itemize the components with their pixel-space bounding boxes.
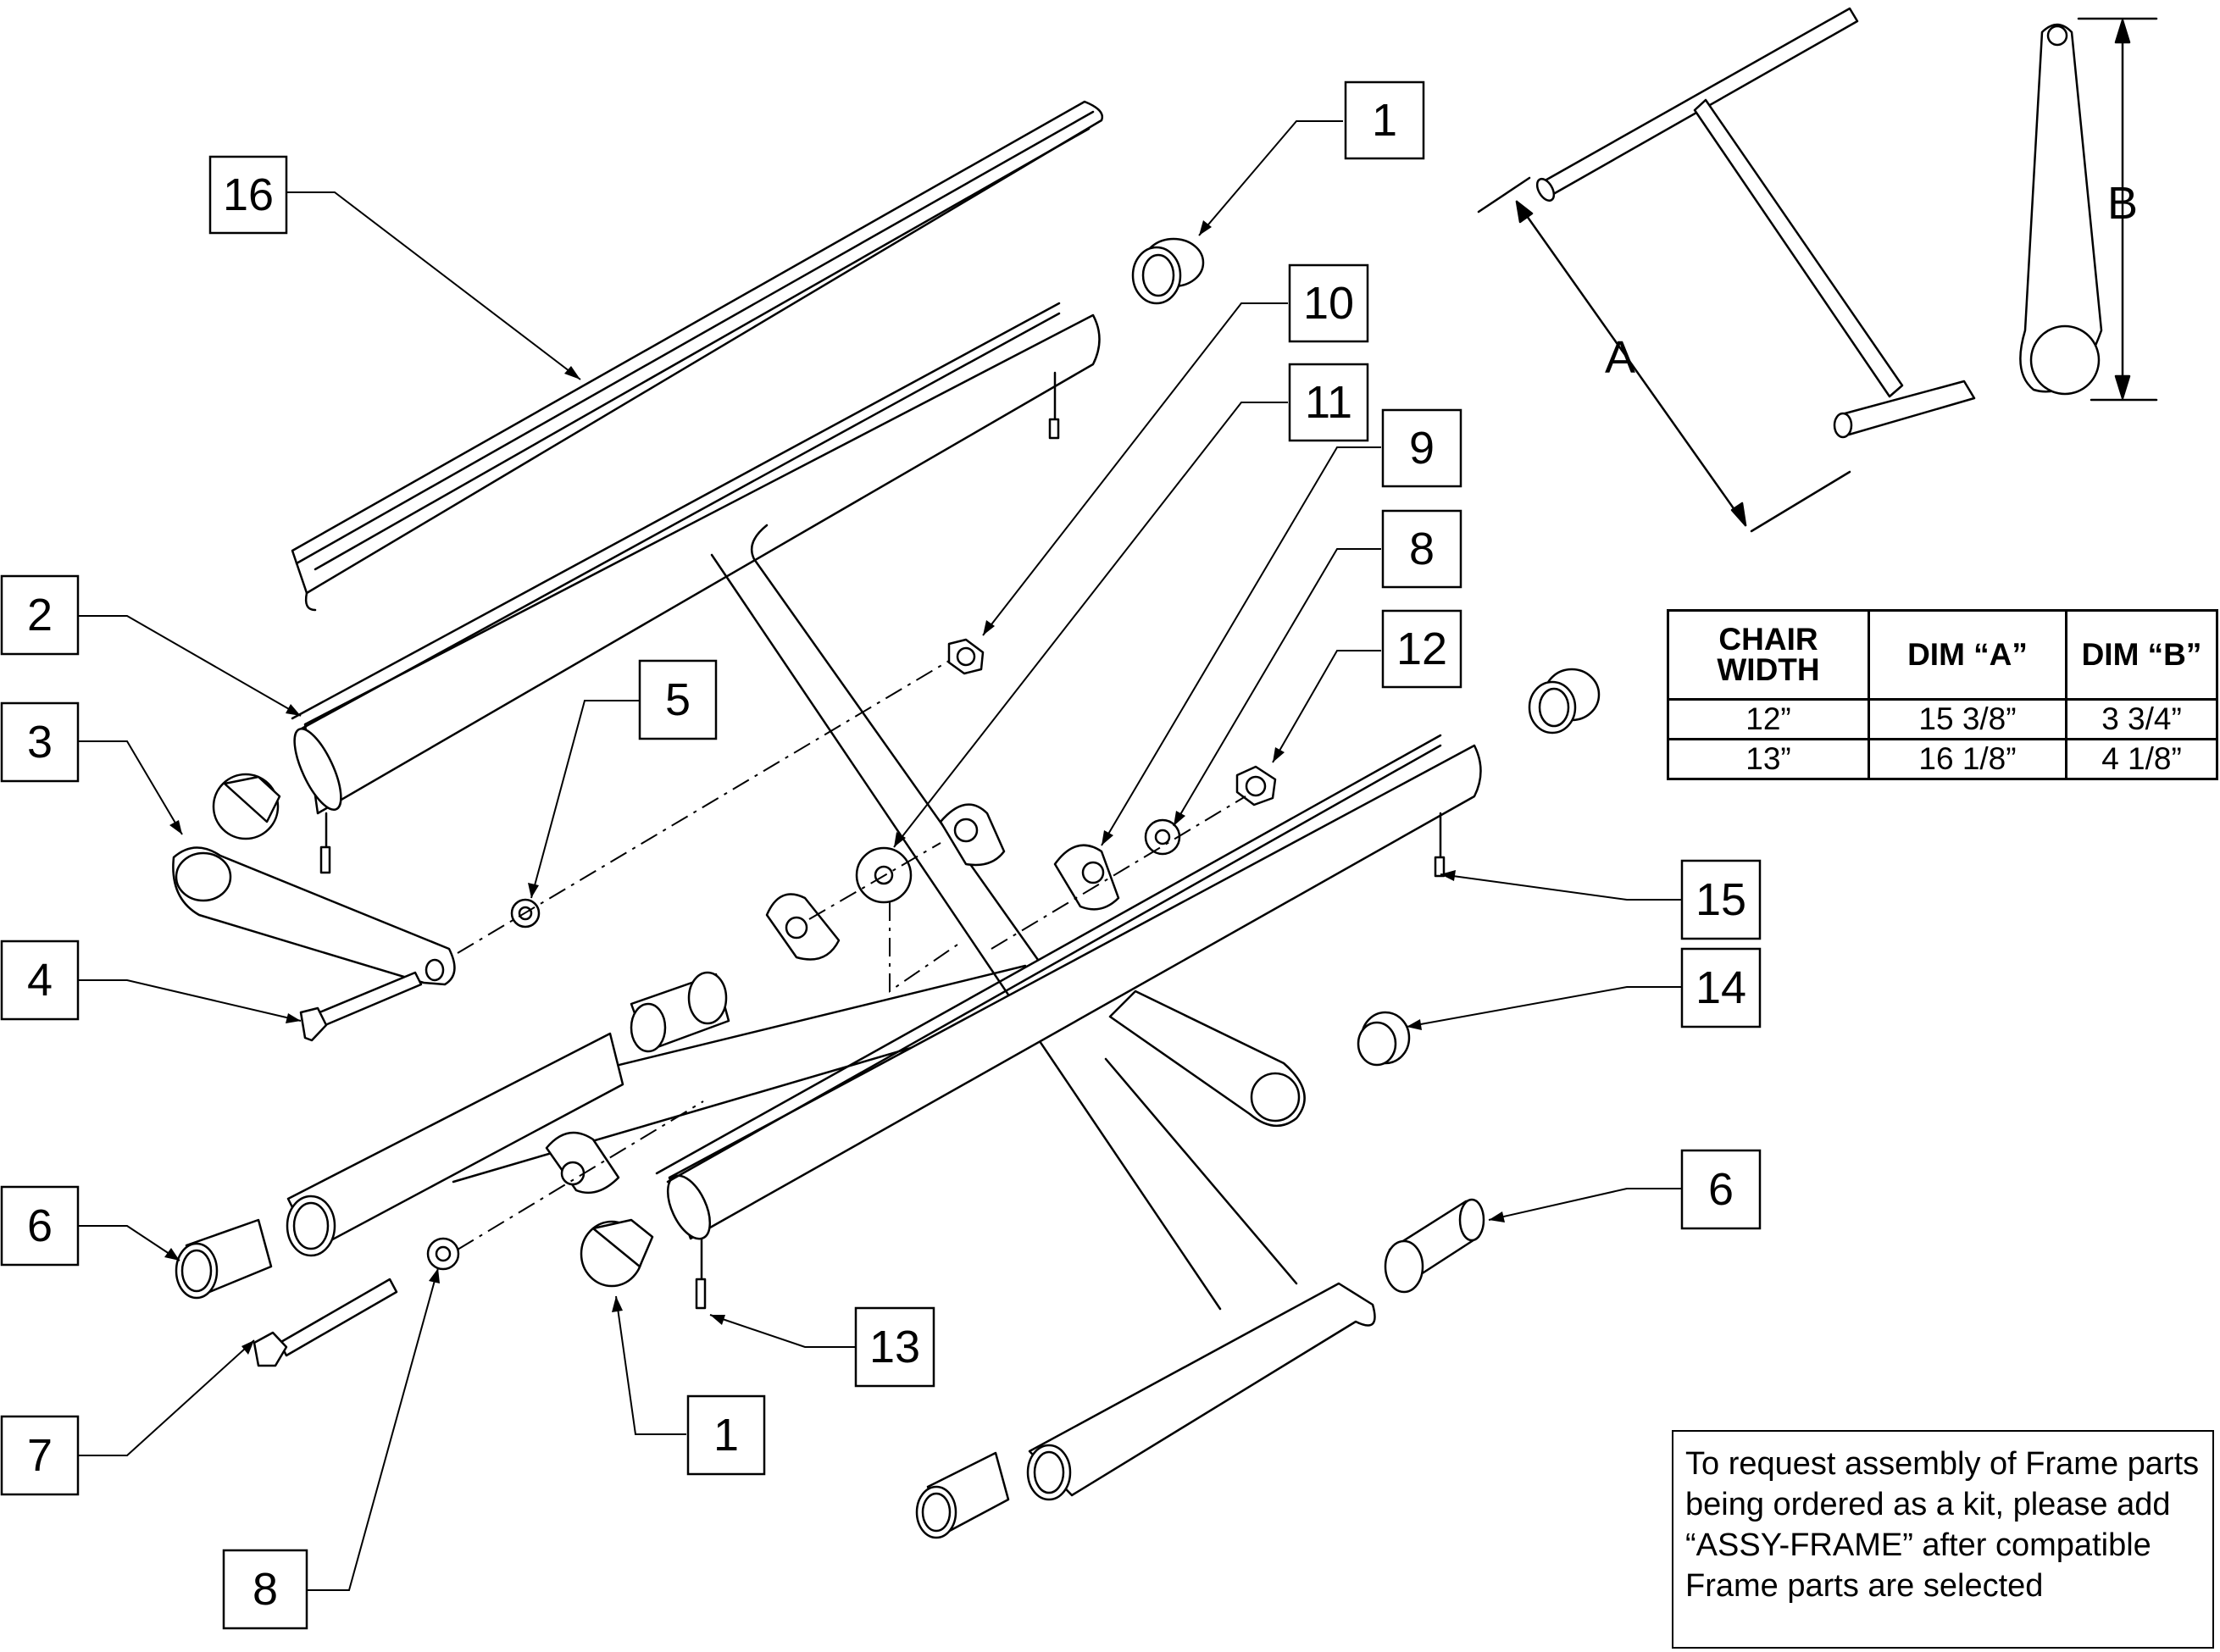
axis-line-upper — [457, 660, 950, 954]
hex-bolt-long — [253, 1278, 398, 1367]
svg-text:6: 6 — [27, 1200, 53, 1251]
callout-12: 12 — [1381, 609, 1462, 689]
dimension-table: CHAIR WIDTH DIM “A” DIM “B” 12” 15 3/8” … — [1667, 609, 2218, 780]
svg-text:15: 15 — [1696, 874, 1746, 925]
lock-nut-10 — [947, 638, 985, 675]
table-header-row: CHAIR WIDTH DIM “A” DIM “B” — [1667, 609, 2218, 701]
svg-text:13: 13 — [869, 1322, 920, 1372]
svg-text:4: 4 — [27, 955, 53, 1006]
callout-1-top: 1 — [1344, 80, 1425, 160]
cell-dim-b: 3 3/4” — [2065, 698, 2218, 740]
lock-nut-12 — [1235, 765, 1277, 807]
axis-line-right — [991, 796, 1246, 950]
axis-line-vertical — [889, 902, 958, 993]
callout-7: 7 — [0, 1415, 80, 1496]
washer-8-bottom — [426, 1237, 460, 1271]
svg-text:5: 5 — [665, 674, 691, 725]
header-dim-a: DIM “A” — [1868, 609, 2067, 701]
svg-text:14: 14 — [1696, 962, 1746, 1013]
callout-15: 15 — [1680, 859, 1762, 940]
cell-dim-a: 15 3/8” — [1868, 698, 2067, 740]
dimension-a-label: A — [1605, 332, 1635, 383]
mount-tab-lower — [545, 1131, 620, 1195]
callout-13: 13 — [854, 1306, 935, 1388]
callout-1-bottom: 1 — [686, 1394, 766, 1476]
seat-rail-extrusion — [291, 100, 1104, 612]
callout-9: 9 — [1381, 408, 1462, 488]
mount-tab-upper — [939, 803, 1006, 867]
header-chair-width: CHAIR WIDTH — [1667, 609, 1870, 701]
cell-chair-width: 13” — [1667, 738, 1870, 780]
washer-8-right — [1144, 818, 1181, 856]
header-dim-b: DIM “B” — [2065, 609, 2218, 701]
mount-tab-right — [1053, 844, 1120, 911]
svg-text:10: 10 — [1303, 278, 1354, 329]
svg-text:1: 1 — [1372, 95, 1397, 146]
tube-cap-top — [1131, 237, 1205, 305]
link-arm-right — [1108, 990, 1306, 1128]
bushing-14 — [1357, 1011, 1411, 1067]
callout-10: 10 — [1288, 263, 1369, 343]
svg-text:2: 2 — [27, 590, 53, 640]
svg-text:8: 8 — [1409, 524, 1435, 574]
svg-text:3: 3 — [27, 717, 53, 768]
callout-2: 2 — [0, 574, 80, 656]
svg-text:9: 9 — [1409, 423, 1435, 474]
link-arm — [172, 846, 456, 986]
svg-text:6: 6 — [1708, 1164, 1734, 1215]
tube-cap-right — [1528, 668, 1601, 735]
callout-6-left: 6 — [0, 1185, 80, 1267]
cell-dim-a: 16 1/8” — [1868, 738, 2067, 780]
dimension-b-inset: B — [2019, 17, 2158, 402]
callout-3: 3 — [0, 701, 80, 783]
left-seat-tube — [291, 302, 1101, 874]
axis-line-middle — [808, 842, 941, 920]
svg-text:12: 12 — [1396, 624, 1447, 674]
callout-6-right: 6 — [1680, 1149, 1762, 1230]
leader-lines — [78, 120, 1682, 1591]
axis-line-lower — [457, 1100, 704, 1250]
dimension-a-inset: A — [1477, 7, 1976, 533]
bushing-right — [1384, 1198, 1485, 1294]
front-lower-tube — [286, 971, 730, 1257]
bushing-rear — [915, 1451, 1010, 1539]
callout-8-bottom: 8 — [222, 1549, 308, 1630]
callout-16: 16 — [208, 155, 288, 235]
mount-tab-center — [765, 893, 841, 961]
callout-8-right: 8 — [1381, 509, 1462, 589]
right-seat-tube — [655, 734, 1482, 1310]
hex-bolt-short — [299, 971, 423, 1042]
bushing-left — [175, 1218, 273, 1300]
svg-text:16: 16 — [223, 169, 274, 220]
svg-text:8: 8 — [253, 1564, 278, 1615]
assembly-note: To request assembly of Frame parts being… — [1672, 1430, 2214, 1649]
callout-5: 5 — [638, 659, 718, 740]
callout-11: 11 — [1288, 363, 1369, 442]
svg-text:1: 1 — [713, 1410, 739, 1461]
callout-14: 14 — [1680, 947, 1762, 1028]
cell-dim-b: 4 1/8” — [2065, 738, 2218, 780]
tube-cap-left — [212, 773, 281, 840]
svg-text:7: 7 — [27, 1430, 53, 1481]
dimension-b-label: B — [2107, 178, 2138, 229]
rear-lower-tube — [1026, 1282, 1376, 1501]
tube-cap-bottom — [580, 1218, 654, 1288]
svg-text:11: 11 — [1305, 377, 1352, 428]
cell-chair-width: 12” — [1667, 698, 1870, 740]
table-row: 12” 15 3/8” 3 3/4” — [1667, 698, 2218, 740]
table-row: 13” 16 1/8” 4 1/8” — [1667, 738, 2218, 780]
callout-4: 4 — [0, 940, 80, 1021]
